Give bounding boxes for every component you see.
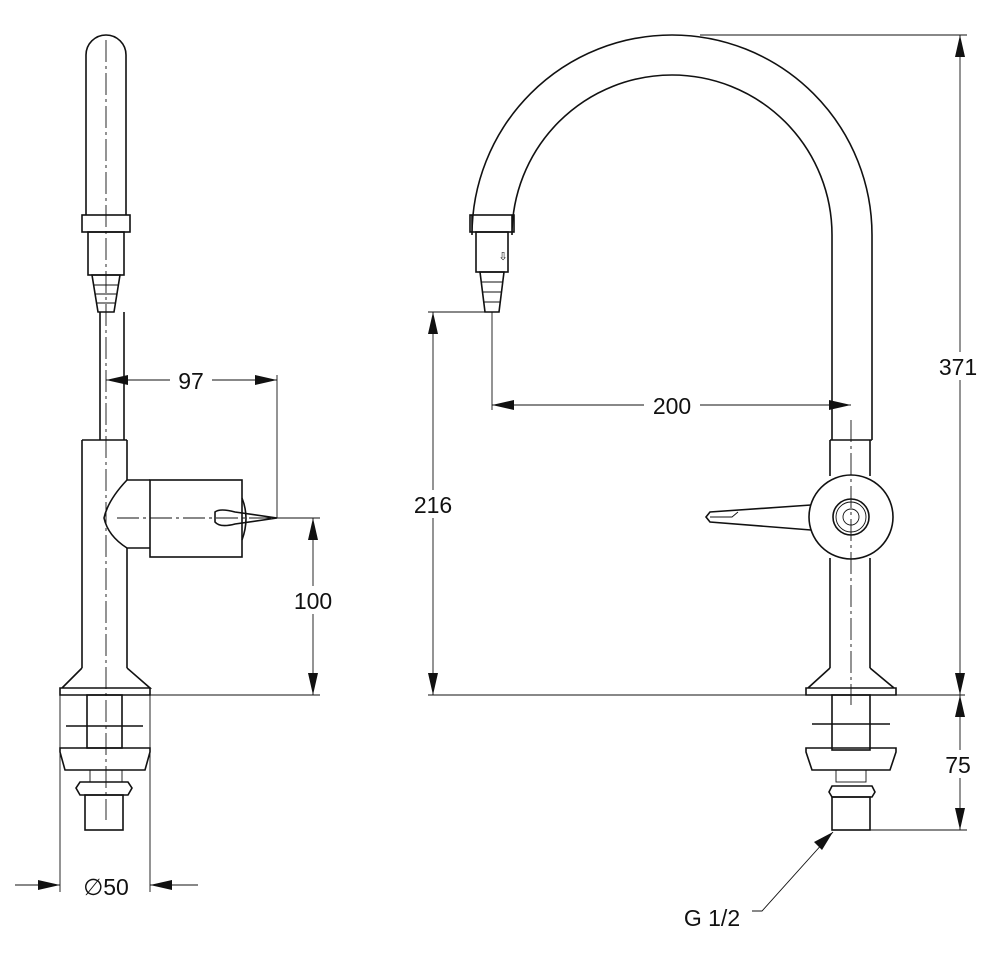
dimension-200: 200 bbox=[491, 312, 851, 420]
side-upper-pipe bbox=[99, 312, 125, 440]
front-lever-handle bbox=[704, 504, 812, 531]
side-valve-body bbox=[149, 479, 243, 558]
front-connection-thread bbox=[831, 796, 871, 831]
side-base-cone bbox=[59, 667, 153, 696]
flow-arrow-icon: ⇩ bbox=[498, 250, 507, 263]
front-hex-nut bbox=[828, 785, 876, 798]
front-lever-tip bbox=[710, 511, 739, 518]
dim-label-75: 75 bbox=[945, 752, 971, 778]
dimension-100: 100 bbox=[150, 517, 338, 696]
thread-label: G 1/2 bbox=[684, 905, 740, 931]
side-shank-thread bbox=[86, 694, 123, 749]
front-mid-thread bbox=[835, 769, 867, 783]
side-hex-nut bbox=[75, 781, 133, 796]
dimension-97: 97 bbox=[106, 366, 278, 518]
front-hose-barb bbox=[479, 271, 505, 313]
front-barb-ridges bbox=[482, 281, 502, 303]
side-valve-cap bbox=[241, 497, 247, 541]
side-lever-handle bbox=[214, 509, 278, 527]
front-nozzle-ring bbox=[469, 214, 515, 233]
side-flange-nut bbox=[59, 747, 151, 771]
thread-callout: G 1/2 bbox=[684, 831, 834, 931]
side-view bbox=[59, 34, 300, 831]
side-tee bbox=[103, 479, 150, 549]
dimension-216: 216 bbox=[408, 311, 965, 696]
front-view: ⇩ bbox=[469, 34, 897, 831]
dimension-75: 75 bbox=[870, 695, 980, 831]
side-lower-pipe bbox=[81, 439, 128, 668]
side-hose-barb bbox=[91, 274, 121, 313]
side-spout-tube bbox=[85, 34, 127, 215]
gooseneck-outer bbox=[471, 34, 873, 440]
side-connection-thread bbox=[84, 794, 124, 831]
dim-label-200: 200 bbox=[653, 393, 691, 419]
dimension-371: 371 bbox=[700, 34, 986, 695]
dim-label-371: 371 bbox=[939, 354, 977, 380]
dimension-diameter-50: ∅50 bbox=[15, 695, 198, 900]
front-flange-nut bbox=[805, 747, 897, 771]
dim-label-216: 216 bbox=[414, 492, 452, 518]
dim-label-97: 97 bbox=[178, 368, 204, 394]
gooseneck-inner bbox=[511, 74, 833, 440]
dim-label-100: 100 bbox=[294, 588, 332, 614]
dim-label-diameter-50: ∅50 bbox=[83, 874, 129, 900]
